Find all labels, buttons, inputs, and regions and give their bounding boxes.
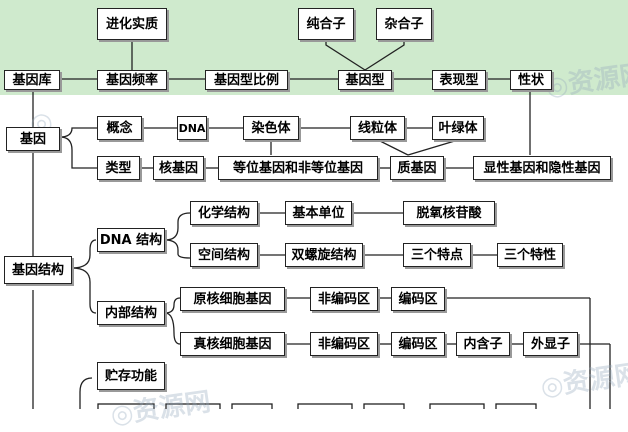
node-neihanzi: 内含子 [456,332,510,356]
node-chunhezi: 纯合子 [298,8,354,40]
node-leixing: 类型 [97,156,140,180]
node-zhijiyin: 质基因 [390,156,444,180]
node-zhucun-gongneng: 贮存功能 [97,362,165,390]
node-jiyin-pinlv: 基因频率 [97,70,167,90]
node-huaxue-jiegou: 化学结构 [190,201,258,225]
node-waixianzi: 外显子 [523,332,578,356]
node-neibu-jiegou: 内部结构 [97,301,165,325]
node-jiyin: 基因 [6,127,60,151]
node-jiben-danwei: 基本单位 [285,201,352,225]
node-feibianma-2: 非编码区 [310,332,378,356]
node-dna-jiegou: DNA 结构 [97,228,165,252]
node-ransetī: 染色体 [243,116,299,140]
node-zahezi: 杂合子 [376,8,432,40]
node-bianma-1: 编码区 [391,287,445,311]
node-hejiyin: 核基因 [153,156,204,180]
node-dna: DNA [177,116,207,140]
node-biaoxianxing: 表现型 [432,70,486,90]
node-zhenhe-jiyin: 真核细胞基因 [180,332,285,356]
node-sange-tedian: 三个特点 [403,243,471,267]
node-jiyinxing: 基因型 [338,70,392,90]
node-kongjian-jiegou: 空间结构 [190,243,258,267]
node-yelvti: 叶绿体 [432,116,484,140]
node-gainian: 概念 [97,116,142,140]
node-dengwei-jiyin: 等位基因和非等位基因 [218,156,378,180]
node-jinhua-shizhi: 进化实质 [97,8,167,40]
node-xingzhuang: 性状 [510,70,552,90]
node-xianliti: 线粒体 [350,116,405,140]
node-xianxing-yinxing: 显性基因和隐性基因 [473,156,611,180]
node-yuanhe-jiyin: 原核细胞基因 [180,287,285,311]
node-shuangluoxuan: 双螺旋结构 [285,243,363,267]
node-feibianma-1: 非编码区 [310,287,378,311]
connector-lines [32,40,611,409]
node-jiyinxing-bili: 基因型比例 [205,70,288,90]
node-jiyinku: 基因库 [4,70,60,90]
node-sange-texing: 三个特性 [497,243,563,267]
node-bianma-2: 编码区 [391,332,445,356]
node-jiyin-jiegou: 基因结构 [4,256,72,284]
node-tuoyang-hegansuan: 脱氧核苷酸 [403,201,495,225]
